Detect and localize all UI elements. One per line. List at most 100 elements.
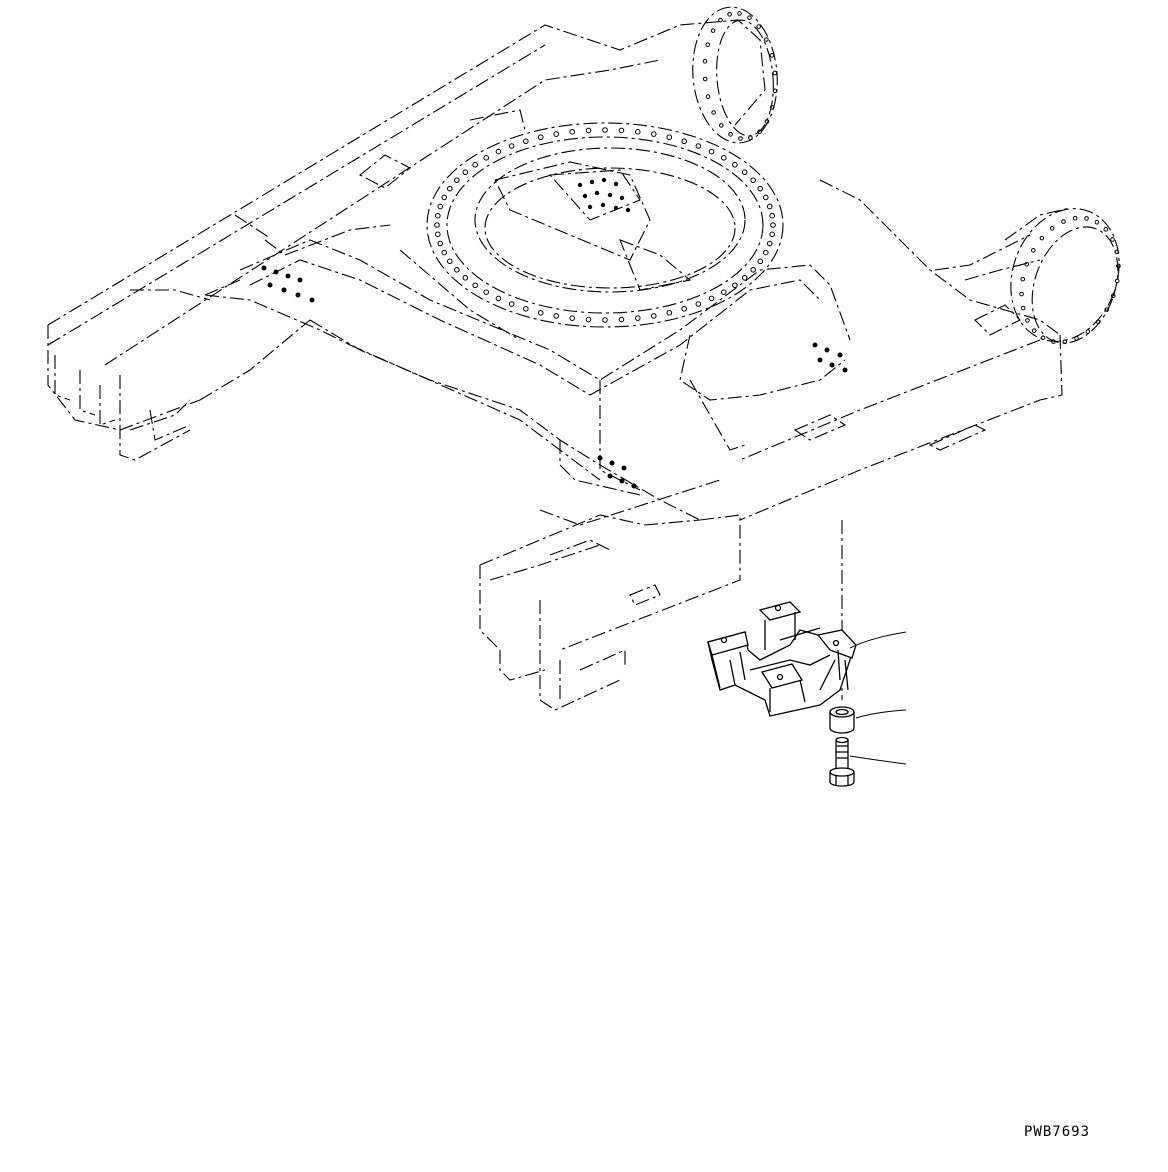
- bolt-hole: [1114, 278, 1120, 284]
- bolt-hole: [732, 282, 738, 289]
- bolt-hole: [737, 11, 742, 16]
- bolt-hole: [708, 148, 715, 155]
- leader-spacer-collar: [855, 709, 907, 719]
- bolt-hole: [741, 169, 748, 176]
- bolt-hole: [766, 240, 773, 247]
- bolt-hole: [1025, 318, 1030, 323]
- bolt-hole: [741, 274, 748, 281]
- bolt-hole: [1031, 328, 1037, 333]
- bolt-hole: [553, 131, 560, 137]
- bolt-hole: [1072, 215, 1078, 221]
- bolt-hole: [1110, 293, 1116, 299]
- bolt-hole: [750, 266, 756, 273]
- bolt-hole: [537, 134, 544, 141]
- drawing-reference-code: PWB7693: [1024, 1124, 1091, 1140]
- bolt-hole: [681, 305, 687, 312]
- bolt-hole: [585, 127, 592, 134]
- bolt-hole: [437, 240, 444, 247]
- bolt-hole: [508, 301, 515, 307]
- bolt-hole: [756, 24, 761, 29]
- idler-bolt-holes: [702, 11, 1121, 345]
- bolt-hole: [681, 138, 687, 145]
- bolt-hole: [495, 295, 502, 302]
- bolt-hole: [1116, 263, 1121, 269]
- bolt-hole: [1019, 291, 1024, 297]
- bolt-hole: [702, 76, 708, 82]
- bolt-hole: [757, 185, 764, 192]
- bolt-hole: [757, 258, 764, 265]
- bolt-hole: [454, 177, 460, 184]
- bolt-hole: [483, 289, 490, 295]
- bolt-hole: [1020, 305, 1026, 311]
- bolt-hole: [437, 203, 444, 210]
- bolt-hole: [738, 136, 743, 141]
- bolt-hole: [1085, 329, 1091, 334]
- bolt-hole: [602, 317, 608, 323]
- bolt-hole: [537, 309, 544, 316]
- bolt-hole: [770, 105, 775, 110]
- bolt-hole: [602, 127, 608, 133]
- bolt-hole: [523, 305, 529, 312]
- bolt-hole: [762, 249, 769, 256]
- bolt-hole: [618, 316, 625, 323]
- bolt-hole: [705, 94, 711, 99]
- bolt-hole: [1020, 276, 1026, 282]
- bolt-hole: [764, 119, 770, 124]
- bolt-hole: [585, 316, 592, 323]
- bolt-hole: [705, 42, 710, 47]
- bolt: [829, 736, 855, 787]
- bolt-hole: [772, 70, 778, 76]
- bolt-hole: [462, 169, 469, 176]
- bolt-hole: [650, 313, 657, 319]
- bolt-hole: [718, 17, 723, 23]
- bolt-hole: [769, 212, 775, 219]
- bolt-hole: [710, 28, 716, 33]
- bolt-hole: [732, 161, 738, 168]
- bolt-hole: [695, 143, 702, 149]
- bolt-hole: [1039, 235, 1045, 241]
- bolt-hole: [569, 129, 576, 135]
- bolt-hole: [618, 127, 625, 134]
- bolt-hole: [472, 282, 478, 289]
- bolt-hole: [1040, 335, 1046, 341]
- bolt-hole: [495, 148, 502, 155]
- bolt-hole: [748, 135, 753, 140]
- bolt-hole: [435, 212, 441, 219]
- bolt-hole: [750, 177, 756, 184]
- bolt-hole: [769, 53, 775, 58]
- bolt-hole: [1095, 319, 1101, 325]
- bolt-hole: [708, 295, 715, 302]
- bolt-hole: [1030, 248, 1036, 253]
- bolt-hole: [1103, 227, 1109, 232]
- beam-holes: [261, 265, 848, 489]
- bolt-hole: [719, 123, 724, 128]
- bolt-hole: [441, 194, 448, 201]
- bolt-hole: [435, 231, 441, 238]
- bolt-hole: [508, 143, 515, 149]
- bolt-hole: [441, 249, 448, 256]
- bolt-hole: [727, 12, 732, 17]
- bolt-hole: [666, 309, 673, 316]
- bolt-hole: [720, 289, 727, 295]
- bolt-hole: [1110, 237, 1115, 242]
- bolt-hole: [728, 132, 733, 137]
- bolt-hole: [1024, 261, 1030, 267]
- bolt-hole: [446, 258, 453, 265]
- ring-bolt-holes: [434, 127, 776, 323]
- bolt-hole: [695, 301, 702, 307]
- bolt-hole: [1114, 249, 1120, 255]
- bolt-hole: [1062, 339, 1068, 345]
- bolt-hole: [650, 131, 657, 137]
- bolt-hole: [769, 231, 775, 238]
- bolt-hole: [747, 15, 752, 20]
- bolt-hole: [711, 110, 716, 115]
- callout-leaders: [849, 631, 907, 765]
- bolt-hole: [1084, 216, 1089, 221]
- leader-track-guard: [849, 631, 907, 649]
- bolt-hole: [720, 155, 727, 161]
- bolt-hole: [757, 129, 762, 135]
- bolt-hole: [454, 266, 460, 273]
- bolt-hole: [1074, 336, 1079, 341]
- bolt-hole: [766, 203, 773, 210]
